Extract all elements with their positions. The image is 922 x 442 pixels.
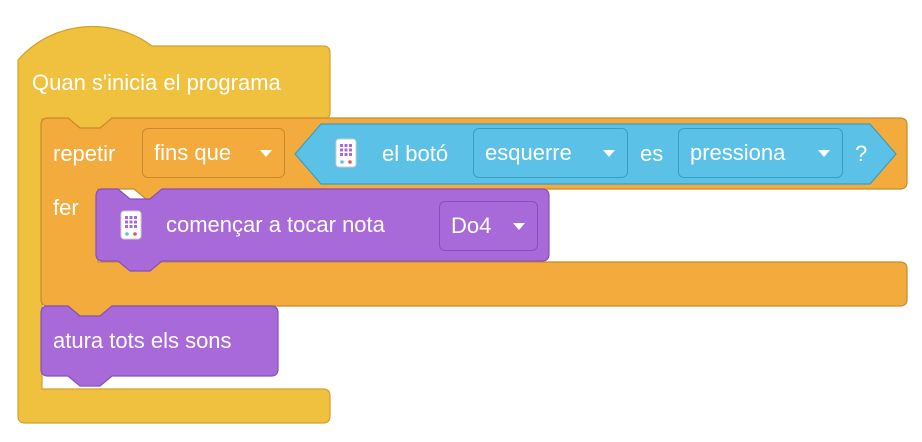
do-label: fer xyxy=(53,195,79,220)
button-dropdown[interactable]: esquerre xyxy=(473,128,628,178)
stop-sounds-block-shape[interactable] xyxy=(40,305,279,387)
button-dropdown-value: esquerre xyxy=(485,140,572,165)
hat-block-label: Quan s'inicia el programa xyxy=(32,70,281,95)
note-dropdown[interactable]: Do4 xyxy=(439,201,538,251)
condition-suffix: ? xyxy=(855,141,868,166)
repeat-label: repetir xyxy=(53,141,116,166)
repeat-mode-dropdown[interactable]: fins que xyxy=(142,128,285,178)
device-icon xyxy=(335,138,357,168)
play-note-block-shape[interactable] xyxy=(95,188,550,272)
chevron-down-icon xyxy=(603,150,615,157)
chevron-down-icon xyxy=(260,150,272,157)
note-dropdown-value: Do4 xyxy=(451,213,492,238)
condition-label: el botó xyxy=(382,141,449,166)
state-dropdown[interactable]: pressiona xyxy=(678,128,843,178)
chevron-down-icon xyxy=(818,150,830,157)
stop-sounds-label: atura tots els sons xyxy=(53,328,232,353)
repeat-mode-value: fins que xyxy=(154,140,232,165)
condition-connector: es xyxy=(640,141,664,166)
device-icon xyxy=(120,210,142,240)
chevron-down-icon xyxy=(513,223,525,230)
play-note-label: començar a tocar nota xyxy=(166,212,385,237)
state-dropdown-value: pressiona xyxy=(690,140,786,165)
